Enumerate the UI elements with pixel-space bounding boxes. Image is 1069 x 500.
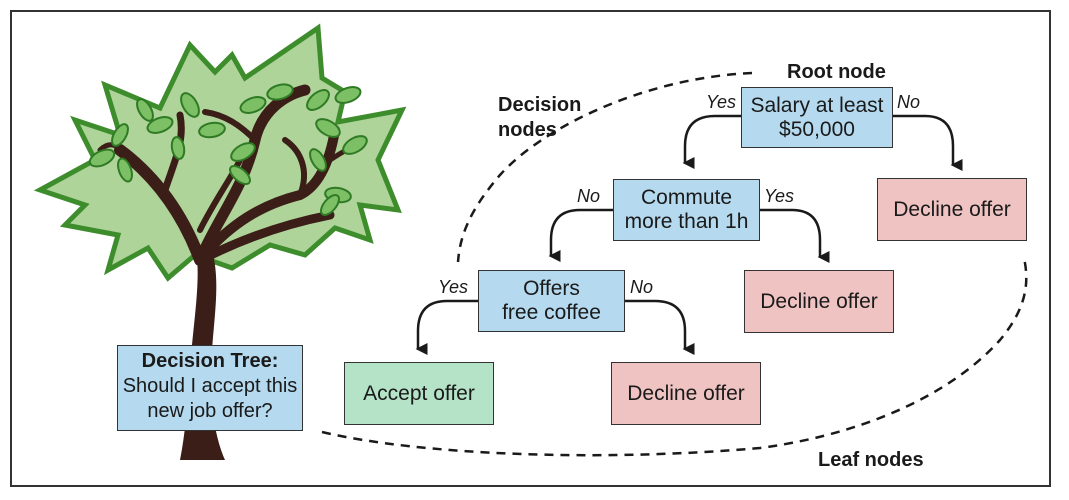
branch-label-root-no: No: [897, 92, 921, 112]
decision-region-outline: [456, 71, 753, 263]
decline-offer-leaf-1: Decline offer: [877, 178, 1027, 241]
edge-coffee-accept: [415, 299, 478, 355]
branch-label-commute-no: No: [577, 186, 601, 206]
coffee-decision-node: Offers free coffee: [478, 270, 625, 332]
root-decision-node: Salary at least $50,000: [741, 87, 893, 148]
branch-label-commute-yes: Yes: [764, 186, 795, 206]
leaf-nodes-label: Leaf nodes: [818, 449, 924, 471]
decision-nodes-label: Decision nodes: [498, 94, 582, 141]
tree-caption-text: Should I accept this new job offer?: [122, 375, 298, 422]
tree-leaves: [88, 83, 368, 216]
edge-root-commute: [682, 114, 741, 169]
edge-root-decline: [893, 114, 963, 171]
root-node-label: Root node: [787, 61, 886, 83]
tree-edges: [415, 114, 963, 355]
branch-label-coffee-no: No: [630, 277, 654, 297]
branch-label-coffee-yes: Yes: [438, 277, 469, 297]
leaf-region-outline: [321, 257, 1028, 457]
commute-decision-node: Commute more than 1h: [613, 179, 760, 241]
decline-offer-leaf-2: Decline offer: [744, 270, 894, 333]
decline-offer-leaf-3: Decline offer: [611, 362, 761, 425]
branch-label-root-yes: Yes: [706, 92, 737, 112]
tree-illustration: [33, 23, 407, 460]
tree-caption-title: Decision Tree:: [141, 350, 279, 372]
accept-offer-leaf: Accept offer: [344, 362, 494, 425]
edge-commute-decline: [760, 208, 830, 263]
tree-caption: Decision Tree: Should I accept this new …: [117, 345, 303, 431]
edge-commute-coffee: [548, 208, 613, 262]
edge-coffee-decline: [625, 299, 695, 355]
